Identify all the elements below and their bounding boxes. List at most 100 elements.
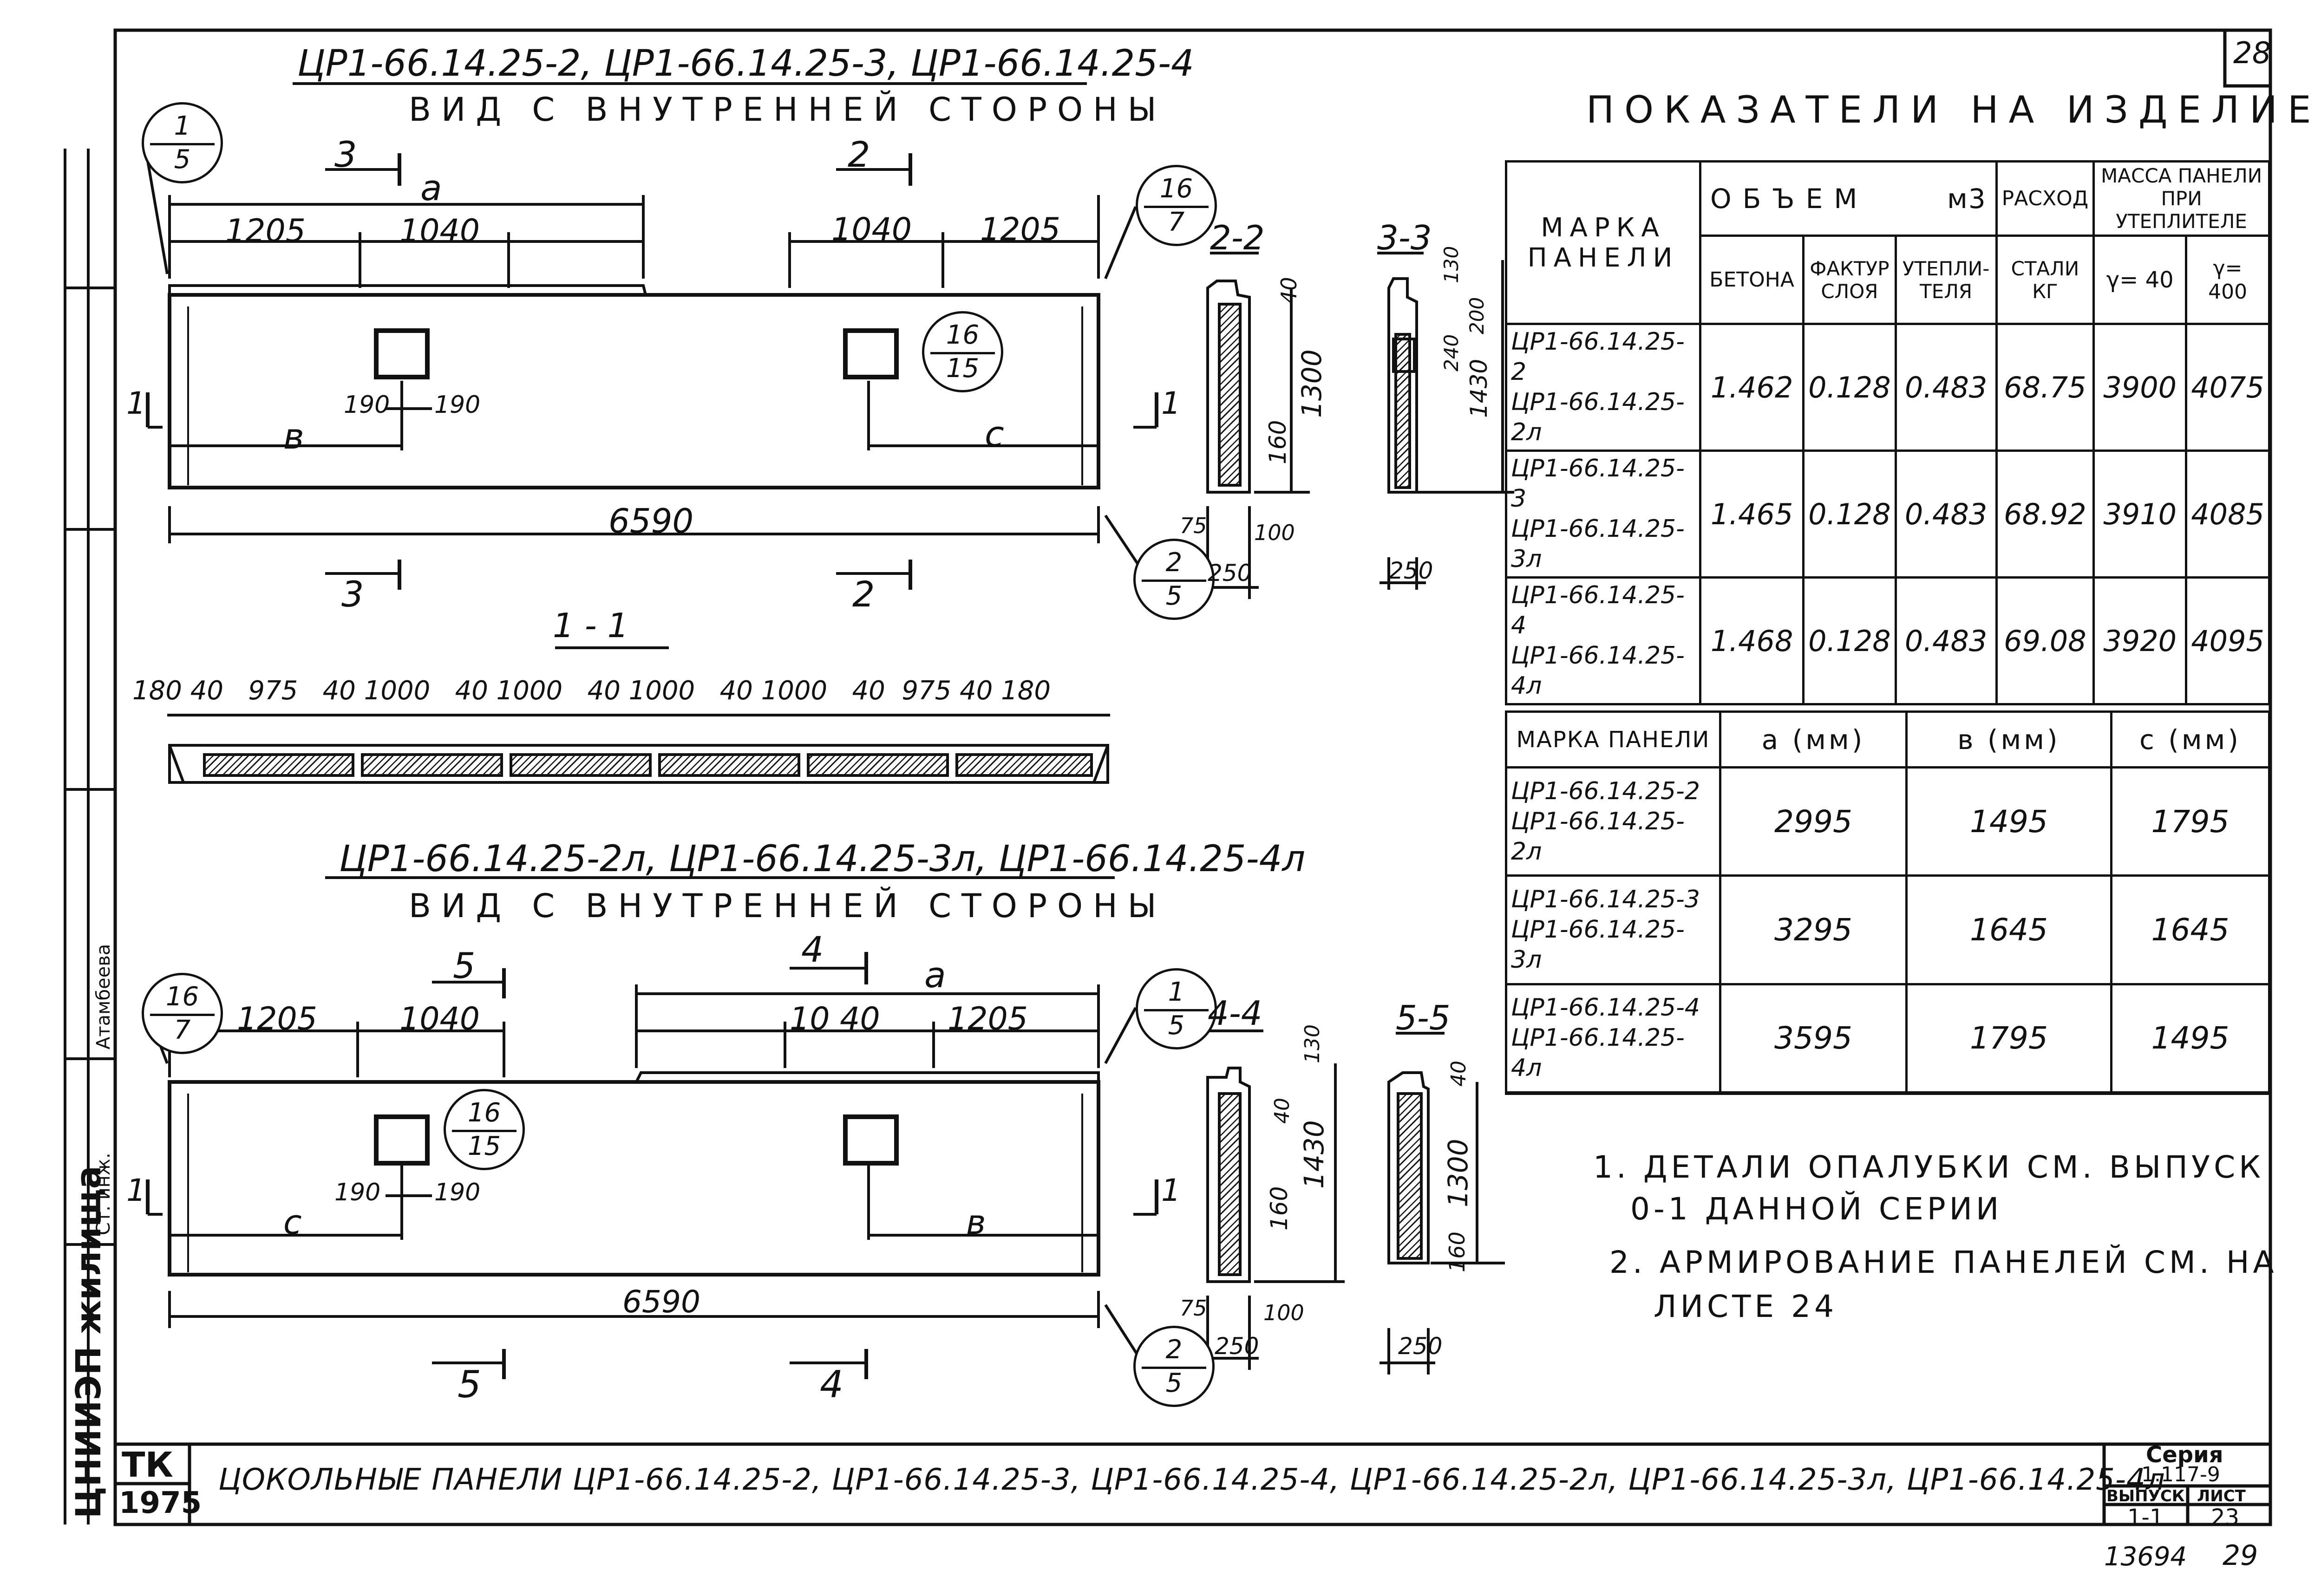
ind-header-g40: γ= 40 [2092,235,2188,325]
top-cut-3-lower: 3 [341,573,364,615]
bottom-dim-1205-right: 1205 [948,1001,1028,1037]
section-4-4-drawing [1198,1029,1345,1370]
top-dim-1205-left: 1205 [225,213,306,249]
sec55-dim-160: 160 [1445,1231,1470,1272]
top-dim-b: в [283,416,304,457]
ind-header-mark: МАРКА ПАНЕЛИ [1504,160,1702,325]
callout-16-15-bottom: 16 15 [444,1089,525,1170]
top-dim-1205-right: 1205 [980,211,1061,248]
dims-header-a: а (мм) [1719,710,1908,769]
sec33-dim-1430: 1430 [1465,358,1492,418]
top-dim-190-left: 190 [344,391,390,419]
sec55-dim-40: 40 [1447,1061,1471,1087]
sheet-value: 23 [2211,1505,2240,1531]
top-view-title: ЦР1-66.14.25-2, ЦР1-66.14.25-3, ЦР1-66.1… [297,43,1194,85]
bottom-dim-1205-left: 1205 [237,1001,318,1037]
top-dim-1040-right: 1040 [831,211,912,248]
bottom-view-title: ЦР1-66.14.25-2л, ЦР1-66.14.25-3л, ЦР1-66… [339,838,1306,880]
sec22-dim-250: 250 [1208,560,1252,586]
bottom-cut-5-upper: 5 [453,945,476,986]
section-1-1-strip [167,646,1110,784]
sec22-dim-75: 75 [1180,513,1207,538]
top-cut-2-upper: 2 [848,134,870,175]
sec22-dim-40: 40 [1276,277,1301,304]
top-panel-elevation [143,82,1158,590]
sec44-dim-130: 130 [1301,1024,1324,1063]
top-dim-c: с [985,413,1004,455]
bottom-dim-190-left: 190 [334,1179,381,1206]
note-1-line-2: 0-1 ДАННОЙ СЕРИИ [1630,1191,2003,1227]
sheet-label: ЛИСТ [2197,1487,2246,1505]
callout-1-5-bottom: 1 5 [1136,968,1217,1049]
top-view-subtitle: ВИД С ВНУТРЕННЕЙ СТОРОНЫ [409,91,1167,129]
ind-header-volume: ОБЪЕМ м3 [1699,160,1998,237]
section-5-5-drawing [1380,1032,1505,1375]
ind-header-concrete: БЕТОНА [1699,235,1805,325]
sec33-dim-130: 130 [1440,246,1463,283]
note-2-line-1: 2. АРМИРОВАНИЕ ПАНЕЛЕЙ СМ. НА [1609,1244,2278,1280]
side-stamp-frame [64,149,115,1524]
issue-value: 1-1 [2127,1505,2164,1531]
sec55-dim-250: 250 [1398,1333,1443,1360]
callout-16-15-top: 16 15 [922,311,1003,392]
sec44-dim-75: 75 [1180,1296,1207,1321]
bottom-dim-6590: 6590 [622,1284,700,1320]
bottom-cut-4-upper: 4 [801,929,824,970]
section-2-2-label: 2-2 [1210,218,1265,257]
top-dim-1040-left: 1040 [399,213,480,249]
page-number-bottom: 29 [2223,1539,2258,1572]
top-cut-3-upper: 3 [334,134,357,175]
note-2-line-2: ЛИСТЕ 24 [1654,1289,1838,1324]
side-stamp-role: Ст. инж. [93,1153,114,1235]
indicators-title: ПОКАЗАТЕЛИ НА ИЗДЕЛИЕ [1586,88,2321,131]
title-block-title: ЦОКОЛЬНЫЕ ПАНЕЛИ ЦР1-66.14.25-2, ЦР1-66.… [218,1463,2165,1497]
sec44-dim-40: 40 [1270,1098,1294,1124]
bottom-panel-elevation [143,876,1158,1379]
sec22-dim-100: 100 [1254,520,1295,545]
section-5-5-label: 5-5 [1396,998,1451,1037]
bottom-dim-190-right: 190 [434,1179,481,1206]
dims-table: МАРКА ПАНЕЛИ а (мм) в (мм) с (мм) ЦР1-66… [1505,710,2270,1094]
ind-header-mass: МАССА ПАНЕЛИ ПРИ УТЕПЛИТЕЛЕ [2092,160,2270,237]
indicators-table: МАРКА ПАНЕЛИ ОБЪЕМ м3 РАСХОД МАССА ПАНЕЛ… [1504,160,2270,705]
dims-header-c: с (мм) [2110,710,2270,769]
ind-header-volume-unit: м3 [1947,182,1987,215]
bottom-dim-c: с [283,1203,302,1242]
bottom-cut-1-left: 1 [126,1173,146,1208]
sec44-dim-100: 100 [1263,1300,1304,1325]
callout-16-7-top: 16 7 [1136,165,1217,246]
callout-1-5-top: 1 5 [142,102,223,183]
bottom-dim-b: в [966,1203,986,1242]
section-3-3-drawing [1377,252,1514,590]
bottom-dim-1040-right: 10 40 [790,1001,880,1037]
top-cut-1-right: 1 [1161,385,1181,421]
sec33-dim-200: 200 [1465,297,1488,334]
series-value: 1.117-9 [2141,1463,2220,1486]
ind-header-g400: γ= 400 [2185,235,2270,325]
corner-page-box [2223,28,2272,88]
bottom-dim-a: а [924,954,946,996]
section-2-2-drawing [1198,252,1310,599]
callout-2-5-top: 2 5 [1133,539,1215,620]
bottom-view-subtitle: ВИД С ВНУТРЕННЕЙ СТОРОНЫ [409,887,1167,925]
sec44-dim-160: 160 [1266,1186,1293,1231]
section-4-4-label: 4-4 [1208,994,1262,1033]
sec55-dim-1300: 1300 [1442,1139,1474,1207]
top-dim-190-right: 190 [434,391,481,419]
section-1-1-dims: 180 40 975 40 1000 40 1000 40 1000 40 10… [132,676,1051,706]
title-block-year: 1975 [119,1486,202,1520]
dims-header-mark: МАРКА ПАНЕЛИ [1505,710,1721,769]
title-block-org: ТК [122,1445,173,1485]
ind-header-facture: ФАКТУР СЛОЯ [1802,235,1897,325]
top-cut-1-left: 1 [126,385,146,421]
corner-page-number: 28 [2233,36,2271,71]
side-stamp-name: Атамбеева [93,944,114,1049]
sec33-dim-240: 240 [1440,334,1463,371]
